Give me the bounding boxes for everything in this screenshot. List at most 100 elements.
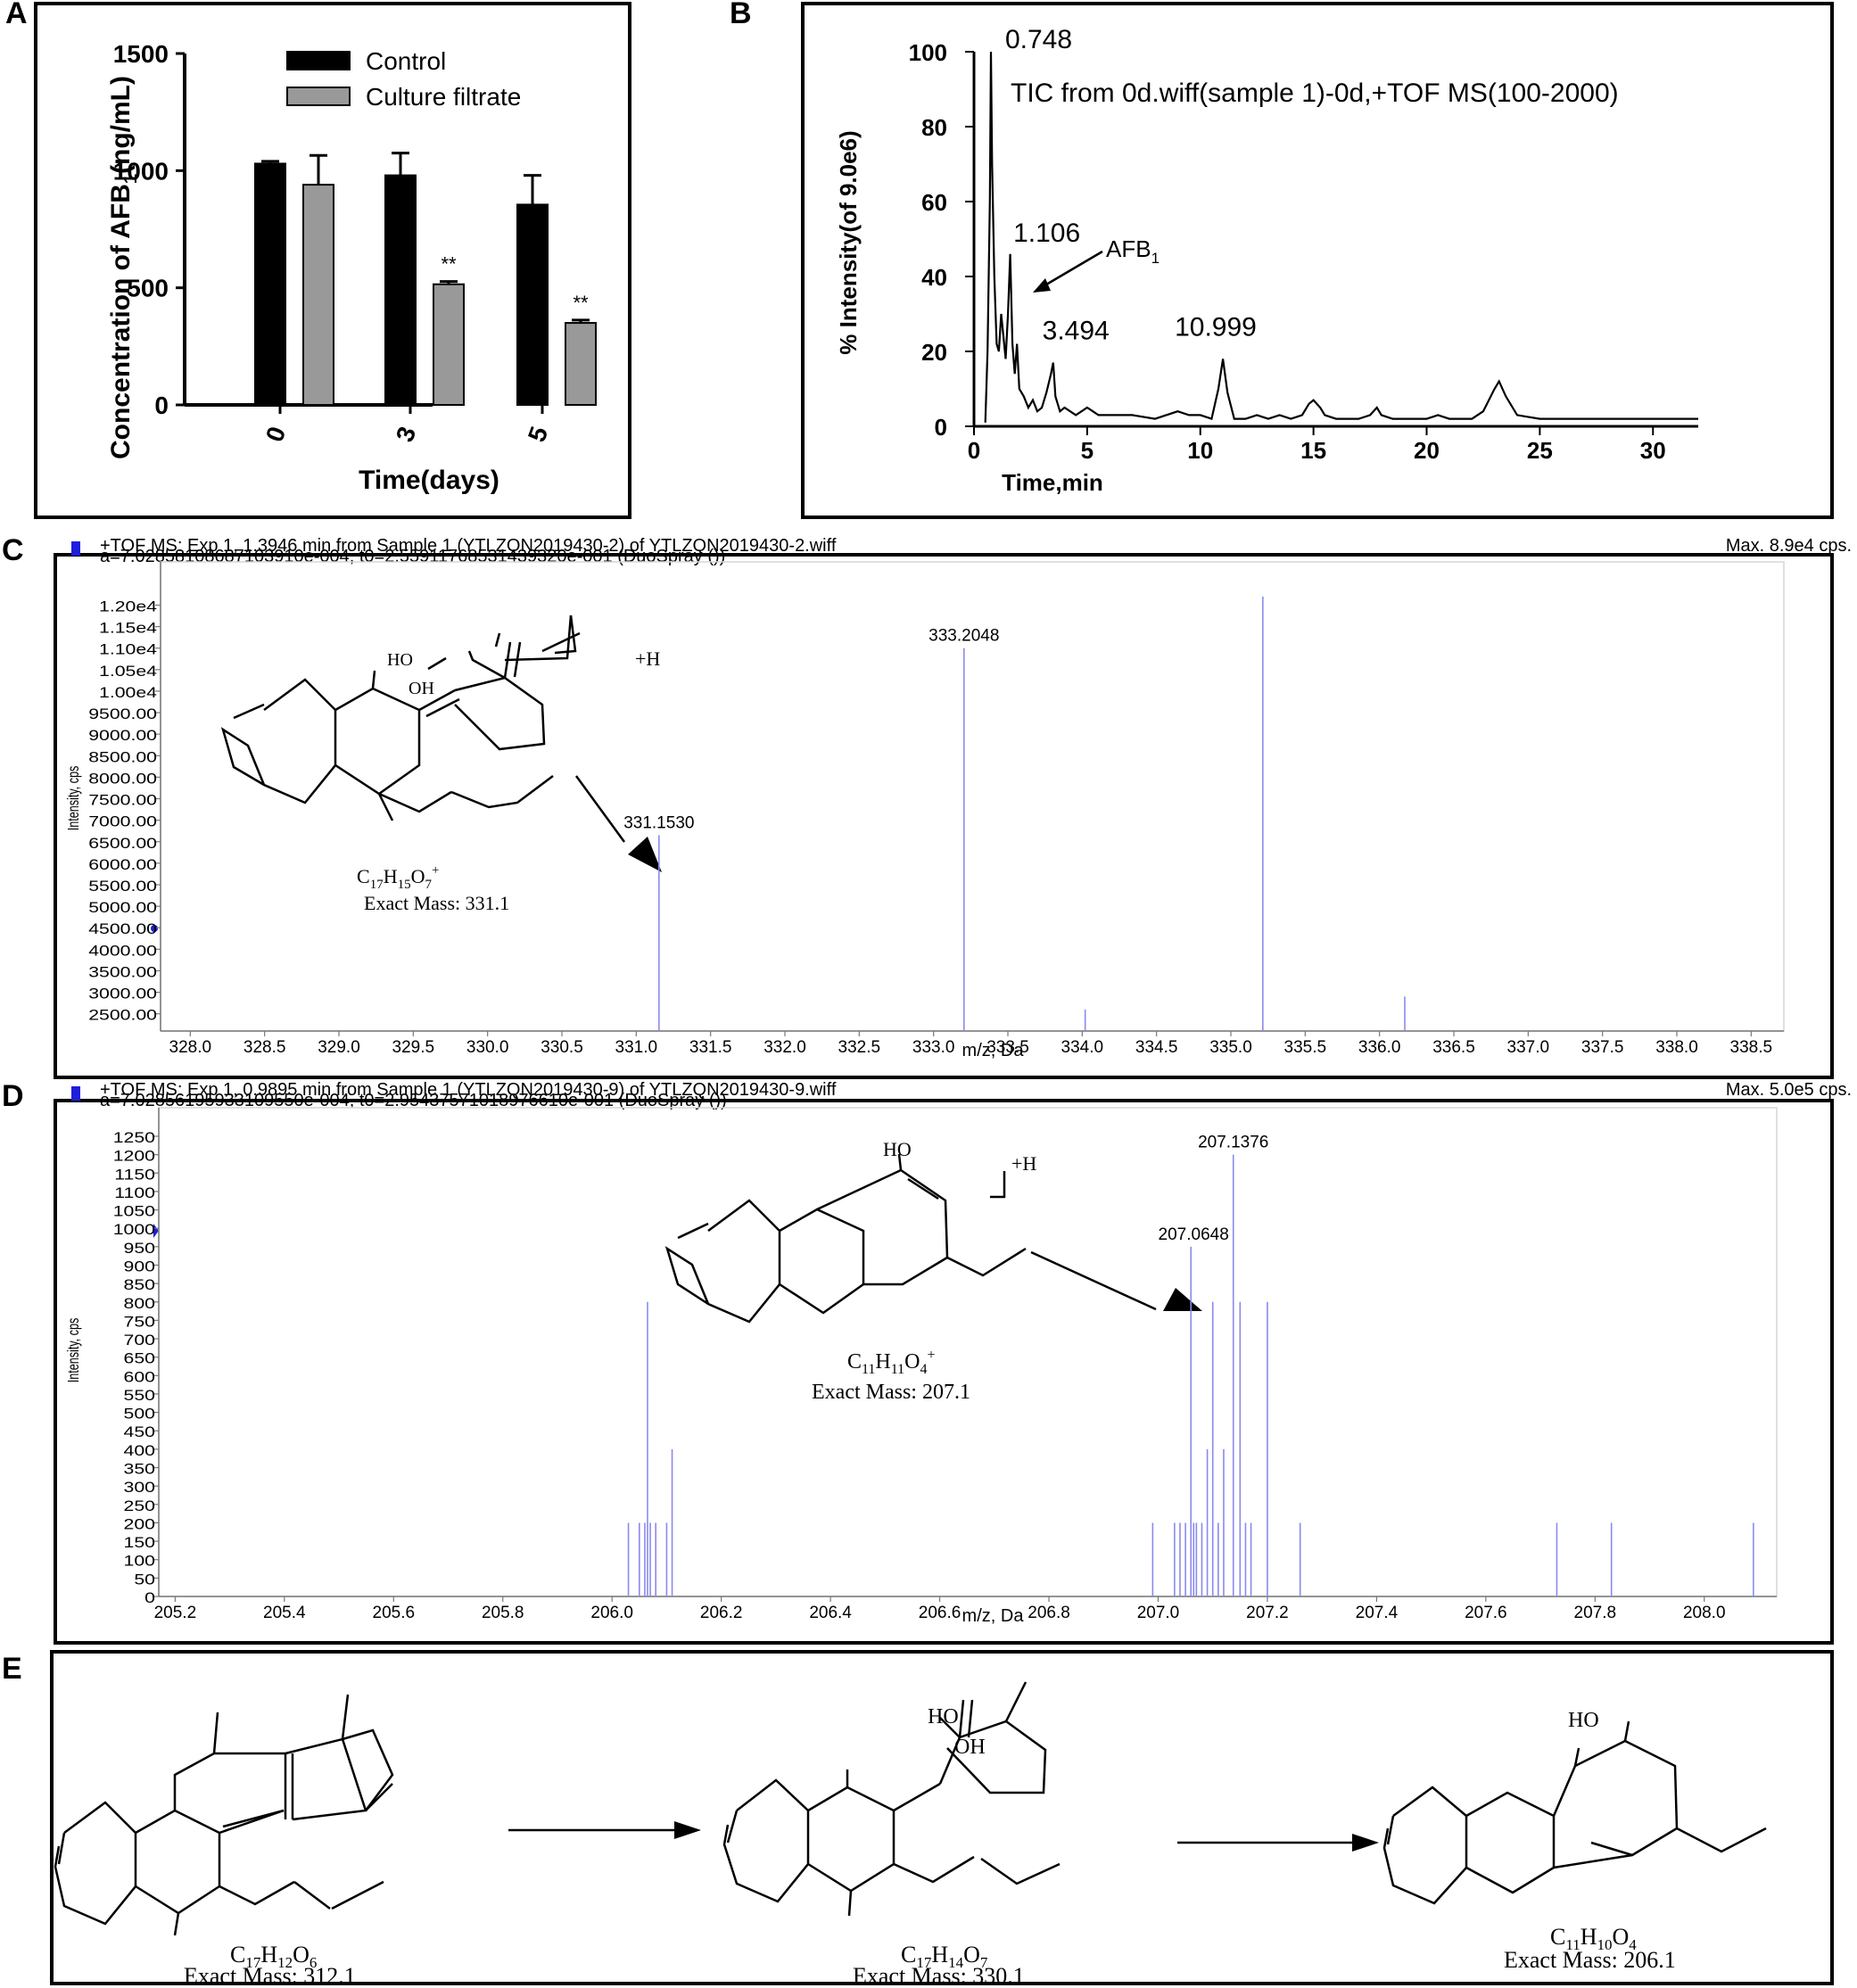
panel-b-xlabel: Time,min [1002, 469, 1103, 496]
panel-d-ytick-label: 0 [144, 1590, 155, 1607]
panel-a-ytick-label: 1500 [113, 40, 169, 68]
panel-c-header1: +TOF MS: Exp 1, 1.3946 min from Sample 1… [100, 536, 837, 556]
panel-d-xtick-label: 206.4 [809, 1604, 852, 1622]
panel-label-e: E [2, 1652, 22, 1686]
panel-b-trace-title: TIC from 0d.wiff(sample 1)-0d,+TOF MS(10… [1011, 78, 1619, 108]
panel-c-ytick-label: 6500.00 [88, 836, 157, 853]
panel-c-ytick-label: 4500.00 [88, 921, 157, 938]
panel-c-ytick-label: 1.00e4 [99, 685, 157, 702]
panel-c-ytick-label: 4000.00 [88, 943, 157, 960]
panel-d-ylabel: Intensity, cps [65, 1318, 83, 1383]
panel-c-ytick-label: 2500.00 [88, 1008, 157, 1025]
compound-1-mass: Exact Mass: 312.1 [184, 1963, 356, 1988]
panel-c-frame [54, 553, 1834, 1079]
compound-2-ho: HO [928, 1705, 959, 1728]
panel-c-header2: a=7.02858108687103910e-004, t0=2.5591176… [100, 547, 725, 566]
panel-a-bar [516, 203, 549, 406]
panel-a-ylabel: Concentration of AFB1(ng/mL) [106, 76, 141, 459]
compound-3-formula: C11H10O4 [1550, 1924, 1637, 1953]
compound-3-ho: HO [1568, 1709, 1599, 1732]
panel-d-xtick-label: 207.2 [1246, 1604, 1289, 1622]
panel-d-ytick-label: 700 [124, 1332, 155, 1349]
panel-d-header2: a=7.02856195933109550e-004, t0=2.9543757… [100, 1091, 727, 1110]
panel-d-xlabel: m/z, Da [962, 1606, 1025, 1626]
reaction-arrowhead-2 [1352, 1834, 1379, 1852]
panel-c-exact-mass: Exact Mass: 331.1 [364, 892, 509, 914]
panel-d-ytick-label: 1250 [113, 1130, 155, 1147]
panel-d-ytick-label: 900 [124, 1258, 155, 1275]
panel-b-afb1-arrow [1041, 250, 1103, 289]
panel-d-ytick-label: 650 [124, 1351, 155, 1368]
panel-e-frame [50, 1650, 1834, 1985]
panel-d-ytick-label: 1050 [113, 1203, 155, 1220]
compound-3-mass: Exact Mass: 206.1 [1504, 1947, 1676, 1973]
panel-c-xtick-label: 332.0 [763, 1038, 806, 1057]
panel-c-blue-dot [151, 925, 158, 932]
panel-c-xtick-label: 333.5 [986, 1038, 1029, 1057]
panel-c-max: Max. 8.9e4 cps. [1726, 536, 1852, 556]
panel-c-ytick-label: 1.15e4 [99, 620, 157, 637]
panel-d-ytick-label: 600 [124, 1369, 155, 1386]
panel-a-xtick-label: 3 [391, 423, 421, 445]
panel-c-xtick-label: 336.0 [1358, 1038, 1401, 1057]
panel-c-arrowhead [628, 837, 662, 872]
panel-d-peak-label: 207.0648 [1159, 1225, 1229, 1244]
panel-b-xtick-label: 15 [1300, 437, 1326, 464]
panel-d-ytick-label: 800 [124, 1296, 155, 1313]
panel-b-peak-label: 1.106 [1013, 219, 1080, 248]
panel-b-ytick-label: 100 [909, 39, 947, 66]
panel-c-ytick-label: 7000.00 [88, 814, 157, 831]
panel-b-xtick-label: 20 [1414, 437, 1440, 464]
panel-d-header1: +TOF MS: Exp 1, 0.9895 min from Sample 1… [100, 1080, 837, 1100]
panel-b-peak-label: 0.748 [1005, 25, 1072, 54]
panel-d-ytick-label: 850 [124, 1277, 155, 1294]
panel-c-chart: +TOF MS: Exp 1, 1.3946 min from Sample 1… [65, 536, 1852, 1060]
panel-c-ho: HO [387, 650, 413, 670]
panel-a-significance: ** [441, 253, 457, 276]
panel-d-ion-tag: +H [1011, 1152, 1036, 1175]
panel-c-ion-tag: +H [635, 648, 660, 670]
panel-b-afb1-label: AFB1 [1106, 235, 1160, 267]
panel-c-ytick-label: 8500.00 [88, 749, 157, 766]
panel-a-legend-label: Culture filtrate [366, 83, 521, 111]
panel-d-arrowhead [1163, 1288, 1202, 1311]
panel-c-peak-label: 331.1530 [623, 814, 694, 833]
panel-c-ytick-label: 5000.00 [88, 900, 157, 917]
panel-d-structure [664, 1153, 1157, 1324]
panel-c-xtick-label: 329.0 [318, 1038, 360, 1057]
panel-d-xtick-label: 206.2 [700, 1604, 743, 1622]
panel-d-xtick-label: 207.4 [1356, 1604, 1399, 1622]
panel-c-ytick-label: 1.10e4 [99, 642, 157, 659]
panel-c-xtick-label: 330.0 [466, 1038, 509, 1057]
panel-d-ytick-label: 50 [134, 1571, 155, 1588]
panel-a-bar [254, 162, 286, 406]
panel-b-afb1-arrowhead [1033, 278, 1051, 293]
panel-d-ytick-label: 350 [124, 1461, 155, 1478]
panel-d-ytick-label: 500 [124, 1406, 155, 1423]
panel-d-xtick-label: 207.8 [1574, 1604, 1617, 1622]
compound-2-structure [722, 1681, 1061, 1917]
panel-b-xtick-label: 5 [1081, 437, 1094, 464]
panel-c-ytick-label: 6000.00 [88, 857, 157, 874]
panel-a-xtick-label: 5 [523, 423, 553, 445]
panel-d-ytick-label: 300 [124, 1480, 155, 1497]
compound-1-structure [54, 1694, 394, 1936]
panel-c-ytick-label: 9000.00 [88, 728, 157, 745]
panel-d-chart: +TOF MS: Exp 1, 0.9895 min from Sample 1… [65, 1080, 1852, 1626]
panel-c-xtick-label: 331.0 [615, 1038, 658, 1057]
compound-2-mass: Exact Mass: 330.1 [853, 1963, 1025, 1988]
panel-b-ytick-label: 0 [935, 414, 947, 441]
panel-b-peak-label: 10.999 [1175, 312, 1257, 342]
panel-c-xtick-label: 333.0 [912, 1038, 955, 1057]
panel-d-frame [54, 1099, 1834, 1645]
panel-a-bar [384, 174, 417, 406]
panel-c-ylabel: Intensity, cps [65, 766, 83, 831]
reaction-arrowhead-1 [674, 1821, 701, 1839]
panel-a-xtick-label: 0 [260, 423, 291, 445]
panel-d-ytick-label: 1100 [114, 1185, 155, 1202]
panel-c-xtick-label: 335.5 [1284, 1038, 1327, 1057]
panel-d-xtick-label: 205.8 [482, 1604, 524, 1622]
panel-c-xtick-label: 337.0 [1507, 1038, 1550, 1057]
panel-c-xtick-label: 329.5 [392, 1038, 435, 1057]
panel-b-tic-trace [984, 51, 1698, 423]
